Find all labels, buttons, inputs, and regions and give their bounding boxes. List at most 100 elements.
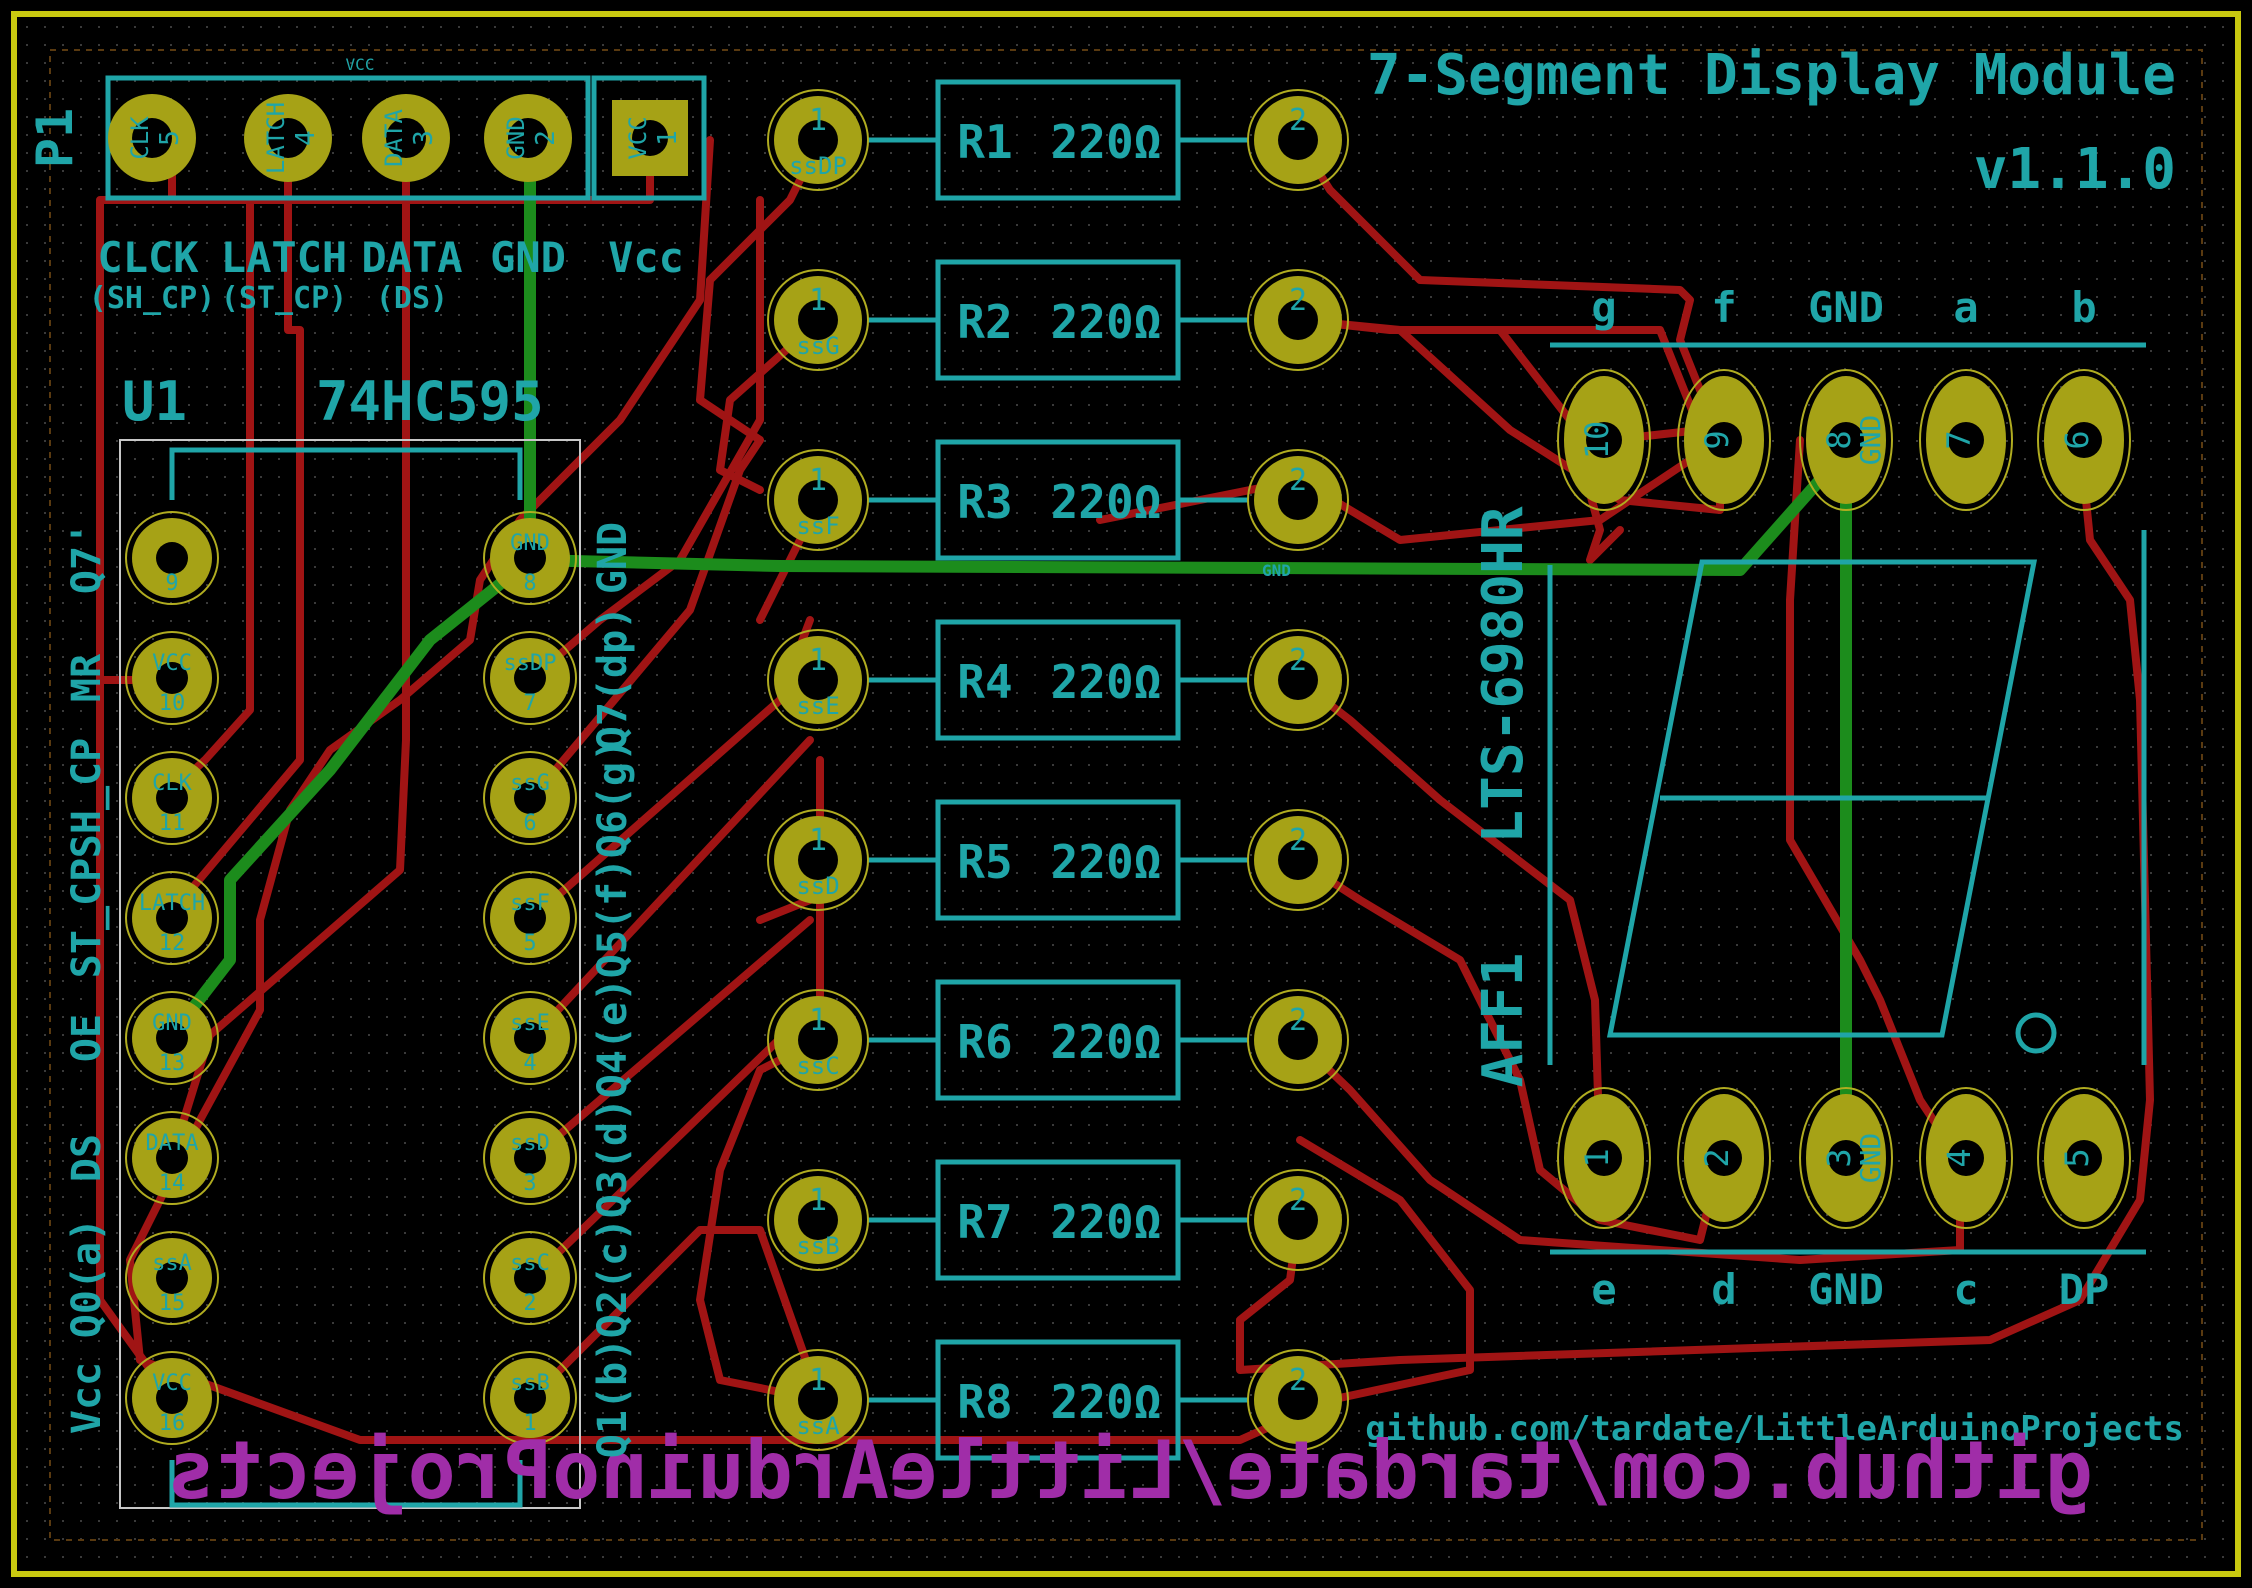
- resistor-pad-1: [767, 449, 869, 551]
- trace-clk: [168, 136, 254, 794]
- display-pin-net: GND: [1854, 1133, 1887, 1184]
- resistor-pad-num: 1: [809, 643, 827, 678]
- resistor-pad-1: [767, 989, 869, 1091]
- trace-gnd-ic: [166, 554, 536, 1041]
- header-label: LATCH: [221, 233, 347, 282]
- trace-gnd-bus: [524, 474, 1826, 576]
- ic-bottom: [169, 1460, 523, 1508]
- display-pin-10: 10: [1557, 369, 1651, 511]
- resistor-pad-num: 1: [809, 823, 827, 858]
- resistor-pad-2: [1247, 629, 1349, 731]
- ic-pin-num: 6: [523, 811, 536, 836]
- display-pin-6: 6: [2037, 369, 2131, 511]
- display-part: LTS-6980HR: [1471, 506, 1536, 843]
- resistor-pad-2: [1247, 1349, 1349, 1451]
- header-pin-num: 3: [409, 130, 439, 146]
- trace-latch: [168, 136, 304, 916]
- ic-part: 74HC595: [316, 370, 544, 433]
- resistor-pad-num: 2: [1289, 1003, 1307, 1038]
- resistor-pad-2: [1247, 269, 1349, 371]
- ic-pin-num: 14: [159, 1171, 186, 1196]
- ic-left-pin-label: Vcc: [64, 1362, 110, 1434]
- ic-pin-num: 1: [523, 1411, 536, 1436]
- silkscreen-outlines: [105, 75, 2147, 1509]
- resistor-ref: R7: [957, 1195, 1012, 1249]
- grid-dots: [20, 20, 2232, 1568]
- ic-pin-num: 15: [159, 1291, 186, 1316]
- resistor-ref: R8: [957, 1375, 1012, 1429]
- display-pin-4: 4: [1919, 1087, 2013, 1229]
- header-pin-net: VCC: [624, 116, 652, 159]
- resistor-body: [935, 1159, 1181, 1281]
- ic-courtyard: [119, 439, 581, 1509]
- header-label: Vcc: [608, 233, 684, 282]
- p1-pin1-box: [591, 75, 707, 201]
- header-label: CLCK: [97, 233, 199, 282]
- resistor-pad-net: ssD: [796, 872, 839, 900]
- display-ref: AFF1: [1471, 953, 1536, 1088]
- resistor-pad-num: 1: [809, 103, 827, 138]
- resistor-pad-1: [767, 89, 869, 191]
- display-pin-7: 7: [1919, 369, 2013, 511]
- ic-pin-num: 12: [159, 931, 186, 956]
- header-pin-num: 5: [155, 130, 185, 146]
- ic-pin-net: CLK: [152, 771, 192, 796]
- header-sublabel: (SH_CP): [89, 281, 215, 316]
- ic-pin-net: ssB: [510, 1371, 550, 1396]
- ic-left-pin-label: Q0(a): [64, 1218, 110, 1338]
- trace-sse: [1294, 676, 1604, 1164]
- ic-pin-num: 5: [523, 931, 536, 956]
- ic-pin-net: ssC: [510, 1251, 550, 1276]
- resistor-pad-num: 2: [1289, 1183, 1307, 1218]
- ic-pin-net: ssG: [510, 771, 550, 796]
- resistor-ref: R5: [957, 835, 1012, 889]
- header-pin-num: 1: [653, 130, 683, 146]
- ic-right-pin-label: Q1(b): [590, 1338, 636, 1458]
- ic-pin-1: ssB 1: [483, 1351, 577, 1445]
- ic-pin-9: 9: [125, 511, 219, 605]
- resistor-ref: R4: [957, 655, 1012, 709]
- display-top-label: b: [2071, 283, 2096, 332]
- ic-pin-num: 8: [523, 571, 536, 596]
- resistor-ref: R2: [957, 295, 1012, 349]
- trace-ssb: [1236, 436, 2154, 1374]
- resistor-ref: R1: [957, 115, 1012, 169]
- resistor-value: 220Ω: [1051, 115, 1162, 169]
- resistor-pad-net: ssDP: [789, 152, 847, 180]
- ic-pads: 9VCC10CLK11LATCH12GND13DATA14ssA15VCC16G…: [125, 511, 577, 1445]
- display-pin-num: 3: [1820, 1148, 1858, 1167]
- ic-right-pin-label: Q6(g): [590, 738, 636, 858]
- ic-pin-num: 3: [523, 1171, 536, 1196]
- back-url-text: github.com/tardate/LittleArduinoProjects: [167, 1424, 2094, 1517]
- display-bottom-label: DP: [2059, 1265, 2110, 1314]
- board-edge-inner: [49, 49, 2203, 1541]
- url-text: github.com/tardate/LittleArduinoProjects: [1365, 1409, 2184, 1449]
- header-pin-net: GND: [502, 116, 530, 159]
- ic-right-pin-label: Q4(e): [590, 978, 636, 1098]
- ic-ref: U1: [122, 370, 187, 433]
- ic-pin-num: 10: [159, 691, 186, 716]
- resistor-ref: R6: [957, 1015, 1012, 1069]
- resistor-pad-num: 1: [809, 1363, 827, 1398]
- resistor-pad-num: 1: [809, 1003, 827, 1038]
- resistor-pad-num: 1: [809, 283, 827, 318]
- resistor-pad-num: 2: [1289, 283, 1307, 318]
